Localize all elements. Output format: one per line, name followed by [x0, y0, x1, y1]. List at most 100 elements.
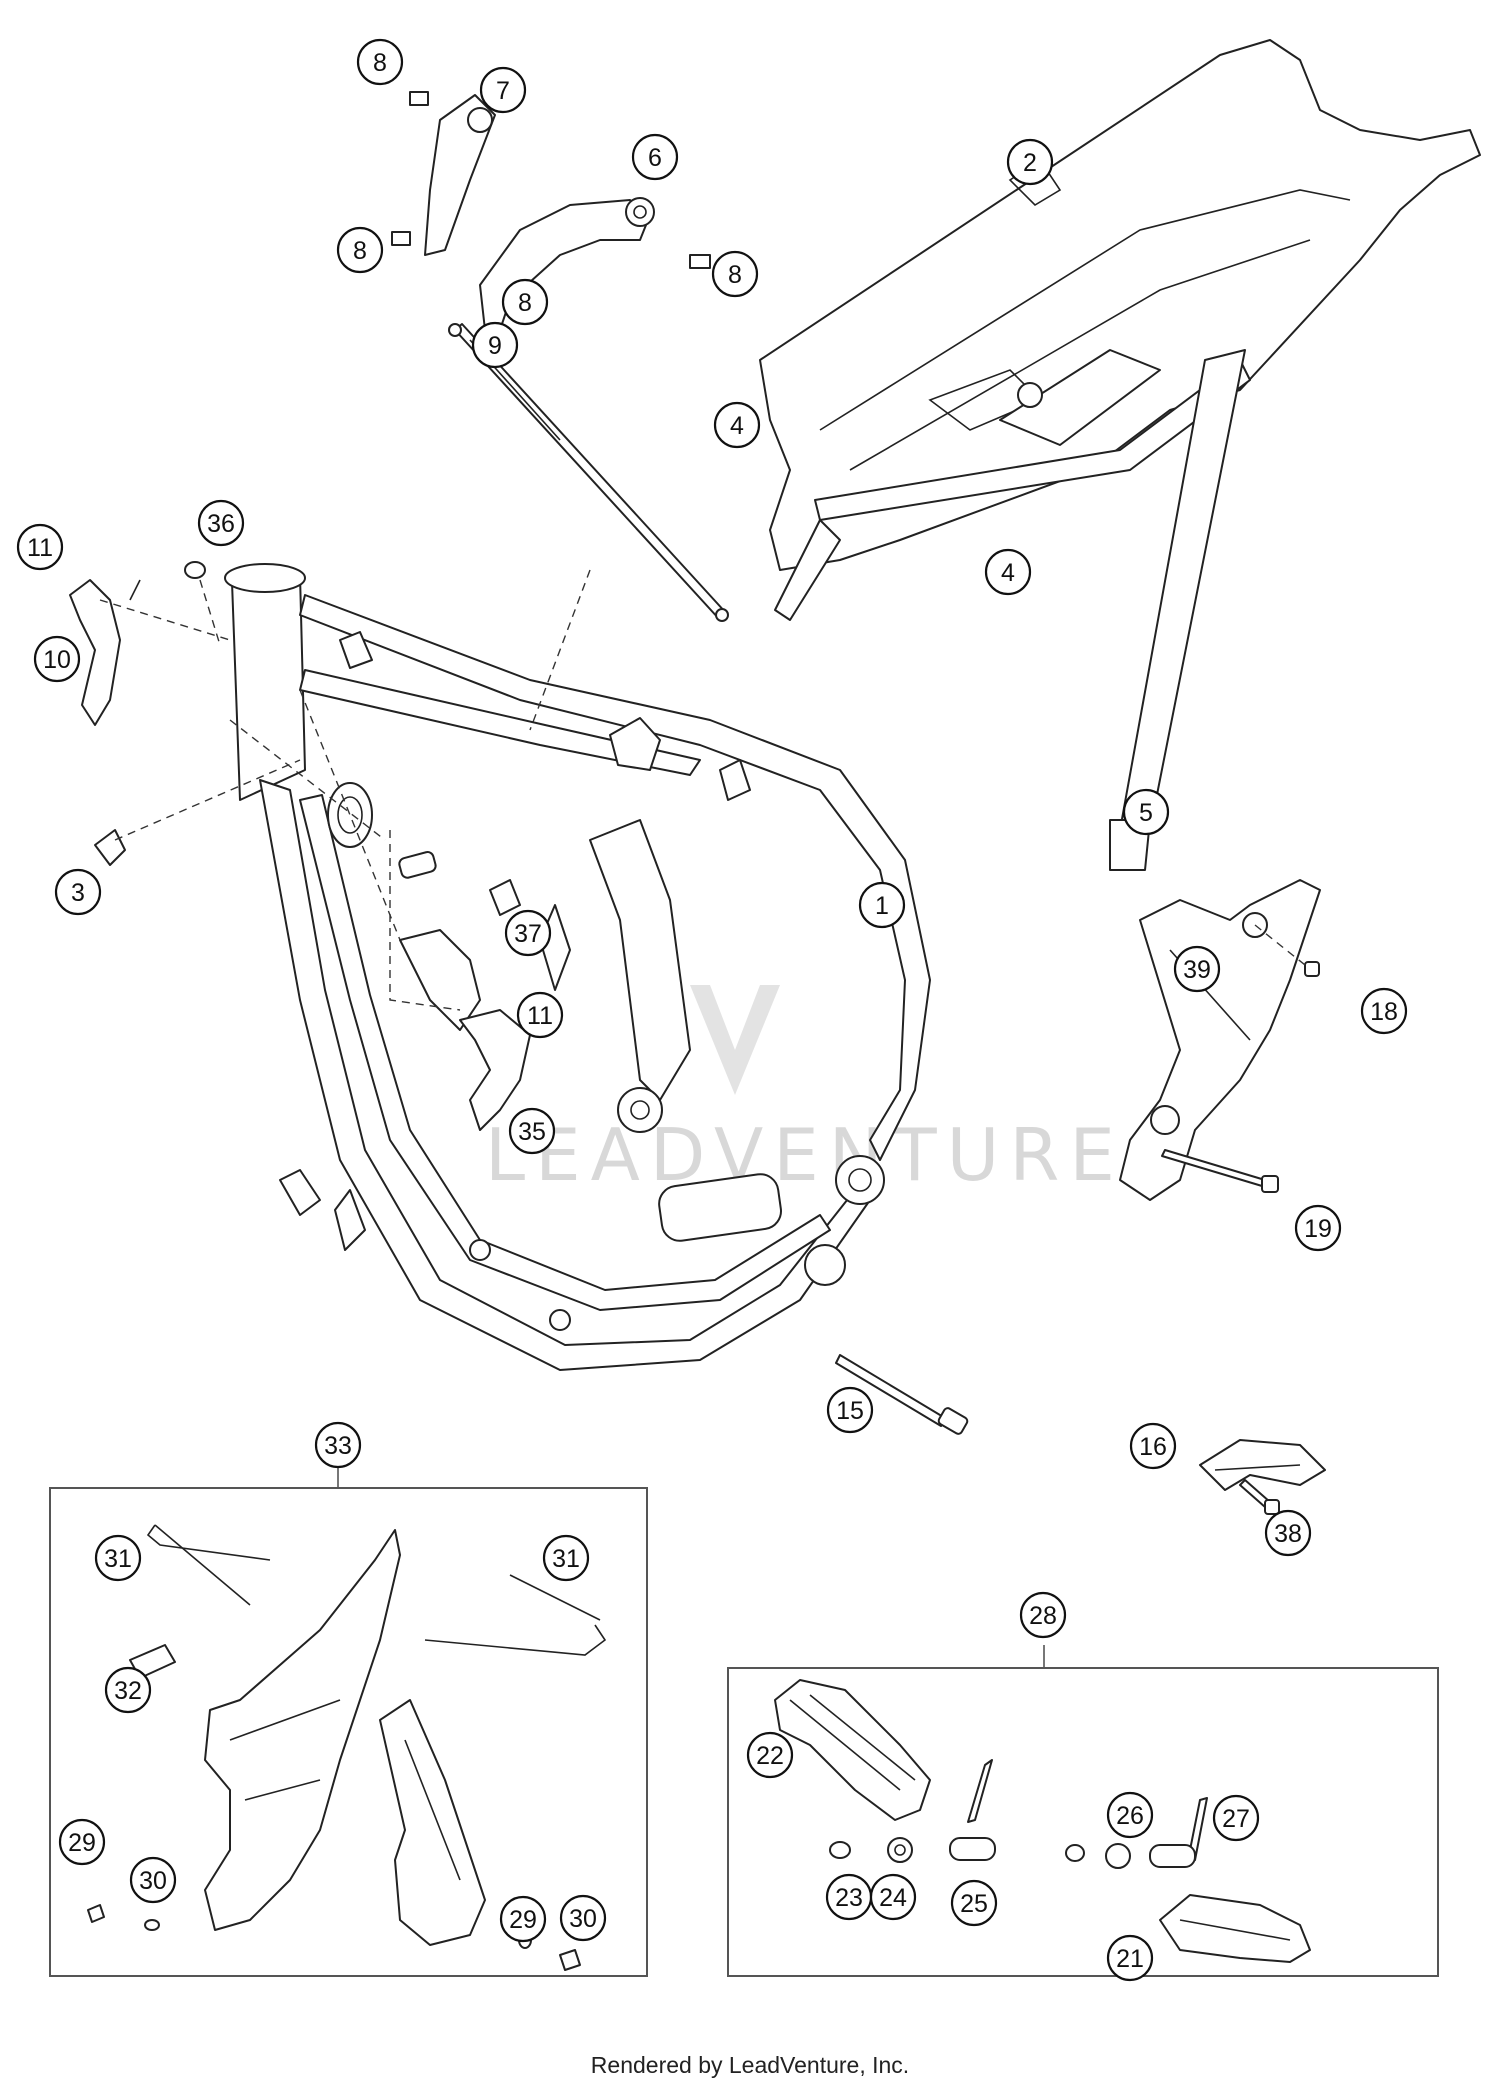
callout-38: 38 — [1264, 1509, 1312, 1557]
bolt-19 — [1161, 1149, 1279, 1193]
callout-circle — [104, 1666, 152, 1714]
callout-label: 9 — [488, 332, 502, 360]
callout-5: 5 — [1122, 788, 1170, 836]
callout-23: 23 — [825, 1873, 873, 1921]
callout-33: 33 — [314, 1421, 362, 1469]
callout-39: 39 — [1173, 945, 1221, 993]
callout-8: 8 — [336, 226, 384, 274]
kit-box-28 — [727, 1667, 1439, 1977]
callout-circle — [1360, 987, 1408, 1035]
callout-4: 4 — [984, 548, 1032, 596]
callout-2: 2 — [1006, 138, 1054, 186]
callout-circle — [16, 523, 64, 571]
callout-label: 25 — [960, 1890, 988, 1918]
callout-30: 30 — [559, 1894, 607, 1942]
callout-1: 1 — [858, 881, 906, 929]
callout-circle — [746, 1731, 794, 1779]
callout-label: 11 — [27, 534, 53, 562]
callout-10: 10 — [33, 635, 81, 683]
callout-4: 4 — [713, 401, 761, 449]
callout-label: 8 — [373, 49, 387, 77]
callout-circle — [631, 133, 679, 181]
callout-35: 35 — [508, 1107, 556, 1155]
callout-8: 8 — [501, 278, 549, 326]
callout-label: 32 — [114, 1677, 142, 1705]
part-35-bracket — [389, 830, 531, 1131]
callout-29: 29 — [499, 1895, 547, 1943]
callout-circle — [1006, 138, 1054, 186]
callout-label: 4 — [730, 412, 744, 440]
callout-label: 7 — [496, 77, 510, 105]
callout-circle — [479, 66, 527, 114]
callout-circle — [1129, 1422, 1177, 1470]
callout-circle — [950, 1879, 998, 1927]
callout-circle — [542, 1534, 590, 1582]
callout-label: 8 — [728, 261, 742, 289]
callout-3: 3 — [54, 868, 102, 916]
callout-label: 21 — [1116, 1945, 1144, 1973]
footer-credit: Rendered by LeadVenture, Inc. — [590, 2052, 910, 2078]
callout-6: 6 — [631, 133, 679, 181]
callout-label: 8 — [518, 289, 532, 317]
kit-box-33 — [49, 1487, 648, 1977]
callout-30: 30 — [129, 1856, 177, 1904]
callout-label: 31 — [104, 1545, 132, 1573]
callout-8: 8 — [356, 38, 404, 86]
callout-18: 18 — [1360, 987, 1408, 1035]
callout-label: 27 — [1222, 1805, 1250, 1833]
watermark: LEADVENTURE — [485, 985, 1125, 1197]
bracket-7 — [424, 94, 496, 256]
callout-27: 27 — [1212, 1794, 1260, 1842]
callout-circle — [826, 1386, 874, 1434]
callout-label: 23 — [835, 1884, 863, 1912]
callout-32: 32 — [104, 1666, 152, 1714]
bolt-38 — [1239, 1479, 1280, 1515]
callout-circle — [94, 1534, 142, 1582]
callout-circle — [711, 250, 759, 298]
part-36 — [184, 561, 221, 646]
callout-label: 36 — [207, 510, 235, 538]
callout-label: 37 — [514, 920, 542, 948]
callout-29: 29 — [58, 1818, 106, 1866]
part-39-guard — [1119, 879, 1321, 1201]
callout-circle — [1019, 1591, 1067, 1639]
callout-label: 22 — [756, 1742, 784, 1770]
callout-11: 11 — [16, 523, 64, 571]
callout-label: 19 — [1304, 1215, 1332, 1243]
callout-label: 2 — [1023, 149, 1037, 177]
callout-label: 5 — [1139, 799, 1153, 827]
callout-7: 7 — [479, 66, 527, 114]
callout-36: 36 — [197, 499, 245, 547]
callout-label: 4 — [1001, 559, 1015, 587]
callout-label: 29 — [509, 1906, 537, 1934]
callout-24: 24 — [869, 1873, 917, 1921]
callout-19: 19 — [1294, 1204, 1342, 1252]
callout-circle — [356, 38, 404, 86]
callout-8: 8 — [711, 250, 759, 298]
callout-9: 9 — [471, 321, 519, 369]
callout-circle — [1122, 788, 1170, 836]
part-37-clip — [398, 851, 521, 916]
kit-28-parts — [774, 1679, 1311, 1963]
part-10-clip — [69, 579, 231, 726]
callout-circle — [713, 401, 761, 449]
callout-16: 16 — [1129, 1422, 1177, 1470]
callout-label: 35 — [518, 1118, 546, 1146]
callout-label: 33 — [324, 1432, 352, 1460]
callout-21: 21 — [1106, 1934, 1154, 1982]
callout-circle — [58, 1818, 106, 1866]
callout-circle — [471, 321, 519, 369]
callout-circle — [314, 1421, 362, 1469]
callout-26: 26 — [1106, 1791, 1154, 1839]
callout-circle — [1173, 945, 1221, 993]
callout-circle — [508, 1107, 556, 1155]
callout-circle — [559, 1894, 607, 1942]
part-3-cap — [94, 759, 301, 866]
callout-circle — [1106, 1791, 1154, 1839]
callout-label: 15 — [836, 1397, 864, 1425]
callout-37: 37 — [504, 909, 552, 957]
callout-label: 3 — [71, 879, 85, 907]
watermark-text: LEADVENTURE — [485, 1113, 1125, 1197]
callout-circle — [858, 881, 906, 929]
